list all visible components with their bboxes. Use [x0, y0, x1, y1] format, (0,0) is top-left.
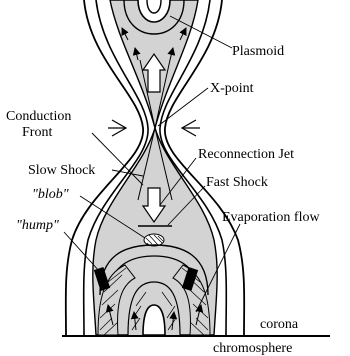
label-corona: corona — [260, 317, 299, 332]
label-xpoint: X-point — [210, 81, 254, 96]
label-chromosphere: chromosphere — [213, 341, 292, 356]
label-reconnection-jet: Reconnection Jet — [198, 147, 294, 162]
label-blob: "blob" — [32, 187, 69, 202]
label-slow-shock: Slow Shock — [28, 163, 95, 178]
label-fast-shock: Fast Shock — [206, 175, 268, 190]
label-conduction-front-2: Front — [22, 125, 52, 140]
label-plasmoid: Plasmoid — [232, 44, 284, 59]
label-hump: "hump" — [16, 218, 59, 233]
leader-conduction-front — [92, 133, 143, 185]
label-evaporation-flow: Evaporation flow — [222, 210, 320, 225]
blob-shape — [144, 234, 164, 246]
label-conduction-front-1: Conduction — [6, 109, 71, 124]
inner-loop-hole — [143, 305, 165, 335]
